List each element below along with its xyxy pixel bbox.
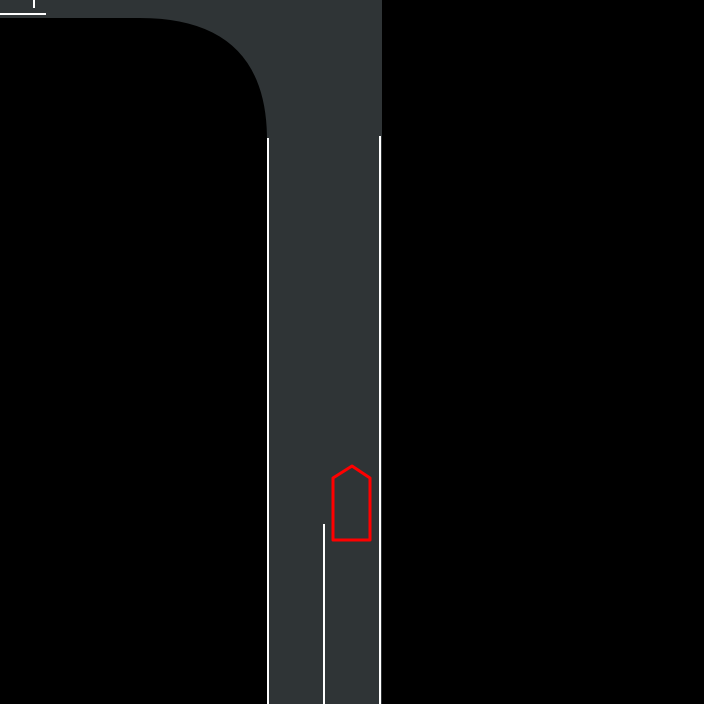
ego-vehicle — [331, 464, 372, 542]
road-surface — [0, 0, 382, 704]
